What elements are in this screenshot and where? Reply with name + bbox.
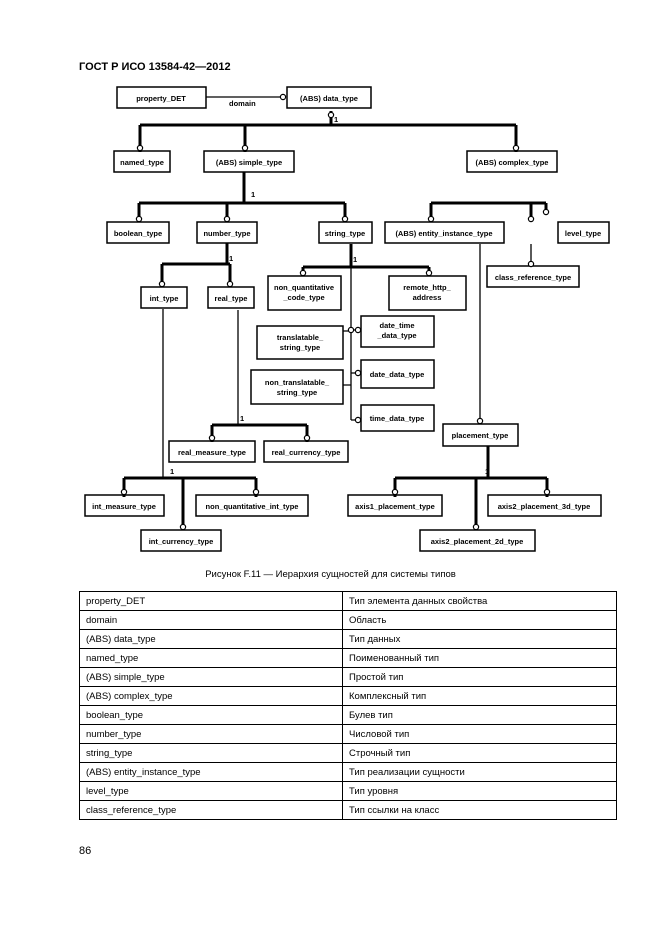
node-string-type: string_type <box>325 229 365 238</box>
node-int-currency-type: int_currency_type <box>149 537 214 546</box>
node-non-quantitative-code-type-line2: _code_type <box>282 293 324 302</box>
node-int-type: int_type <box>150 294 179 303</box>
node-time-data-type: time_data_type <box>370 414 425 423</box>
figure-caption: Рисунок F.11 — Иерархия сущностей для си… <box>205 569 456 580</box>
cardinality-label: 1 <box>251 190 255 199</box>
node-data-type: (ABS) data_type <box>300 94 358 103</box>
term-en: (ABS) simple_type <box>79 667 343 687</box>
term-en: level_type <box>79 781 343 801</box>
term-en: string_type <box>79 743 343 763</box>
standard-header: ГОСТ Р ИСО 13584-42—2012 <box>79 61 231 73</box>
node-entity-instance-type: (ABS) entity_instance_type <box>395 229 492 238</box>
node-translatable-string-type-line1: translatable_ <box>277 333 324 342</box>
term-ru: Тип ссылки на класс <box>342 800 617 820</box>
cardinality-label: 1 <box>240 414 244 423</box>
term-ru: Тип данных <box>342 629 617 649</box>
node-non-quantitative-int-type: non_quantitative_int_type <box>206 502 299 511</box>
node-placement-type: placement_type <box>452 431 509 440</box>
node-int-measure-type: int_measure_type <box>92 502 156 511</box>
term-en: (ABS) entity_instance_type <box>79 762 343 782</box>
term-ru: Тип уровня <box>342 781 617 801</box>
term-ru: Поименованный тип <box>342 648 617 668</box>
page-number: 86 <box>79 845 92 857</box>
relation-label-domain: domain <box>229 99 256 108</box>
node-property-det: property_DET <box>136 94 186 103</box>
type-hierarchy-diagram: property_DET (ABS) data_type named_type … <box>84 86 610 552</box>
node-date-data-type: date_data_type <box>370 370 425 379</box>
node-real-type: real_type <box>215 294 248 303</box>
cardinality-label: 1 <box>229 254 233 263</box>
node-real-currency-type: real_currency_type <box>272 448 341 457</box>
node-level-type: level_type <box>565 229 601 238</box>
node-simple-type: (ABS) simple_type <box>216 158 282 167</box>
node-non-translatable-string-type-line1: non_translatable_ <box>265 378 330 387</box>
node-date-time-data-type-line1: date_time <box>379 321 414 330</box>
node-date-time-data-type-line2: _data_type <box>376 331 416 340</box>
term-en: boolean_type <box>79 705 343 725</box>
term-en: property_DET <box>79 591 343 611</box>
term-ru: Область <box>342 610 617 630</box>
term-ru: Комплексный тип <box>342 686 617 706</box>
term-ru: Простой тип <box>342 667 617 687</box>
term-en: class_reference_type <box>79 800 343 820</box>
term-ru: Тип элемента данных свойства <box>342 591 617 611</box>
node-complex-type: (ABS) complex_type <box>476 158 549 167</box>
cardinality-label: 1 <box>353 255 357 264</box>
node-axis2-placement-3d-type: axis2_placement_3d_type <box>498 502 591 511</box>
term-en: number_type <box>79 724 343 744</box>
term-ru: Строчный тип <box>342 743 617 763</box>
node-axis2-placement-2d-type: axis2_placement_2d_type <box>431 537 524 546</box>
term-en: (ABS) data_type <box>79 629 343 649</box>
node-class-reference-type: class_reference_type <box>495 273 571 282</box>
term-ru: Числовой тип <box>342 724 617 744</box>
node-axis1-placement-type: axis1_placement_type <box>355 502 435 511</box>
node-translatable-string-type-line2: string_type <box>280 343 320 352</box>
term-en: domain <box>79 610 343 630</box>
node-remote-http-address-line2: address <box>413 293 442 302</box>
node-boolean-type: boolean_type <box>114 229 162 238</box>
term-en: named_type <box>79 648 343 668</box>
cardinality-label: 1 <box>485 467 489 476</box>
term-ru: Тип реализации сущности <box>342 762 617 782</box>
node-remote-http-address-line1: remote_http_ <box>403 283 451 292</box>
term-ru: Булев тип <box>342 705 617 725</box>
term-en: (ABS) complex_type <box>79 686 343 706</box>
cardinality-label: 1 <box>334 115 338 124</box>
cardinality-label: 1 <box>170 467 174 476</box>
node-non-quantitative-code-type-line1: non_quantitative <box>274 283 334 292</box>
node-named-type: named_type <box>120 158 164 167</box>
node-real-measure-type: real_measure_type <box>178 448 246 457</box>
node-non-translatable-string-type-line2: string_type <box>277 388 317 397</box>
node-number-type: number_type <box>203 229 250 238</box>
